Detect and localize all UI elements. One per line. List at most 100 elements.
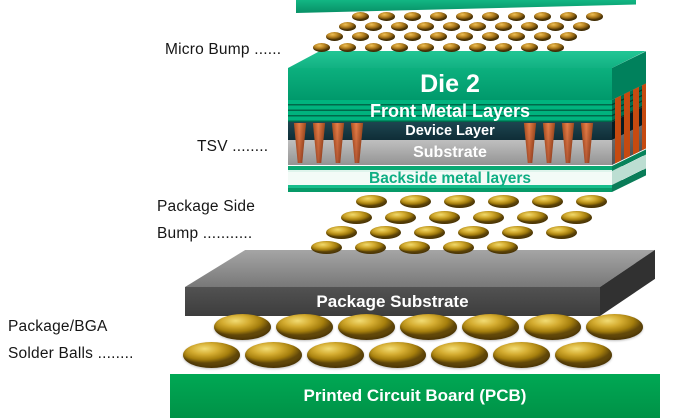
micro-bump bbox=[547, 22, 564, 31]
package-side-bump bbox=[561, 211, 592, 224]
package-side-bump bbox=[487, 241, 518, 254]
bga-solder-ball bbox=[400, 314, 457, 340]
micro-bump bbox=[495, 22, 512, 31]
micro-bump bbox=[573, 22, 590, 31]
micro-bump bbox=[404, 12, 421, 21]
micro-bump-callout: Micro Bump ...... bbox=[165, 41, 282, 58]
package-substrate-top-face bbox=[185, 250, 655, 287]
package-side-bump bbox=[385, 211, 416, 224]
package-side-bump bbox=[400, 195, 431, 208]
package-side-bump bbox=[399, 241, 430, 254]
package-side-bump bbox=[414, 226, 445, 239]
bga-solder-ball bbox=[462, 314, 519, 340]
device-layer-label: Device Layer bbox=[405, 123, 495, 139]
upper-die-strip bbox=[296, 0, 636, 13]
micro-bump bbox=[443, 22, 460, 31]
micro-bump bbox=[508, 12, 525, 21]
tsv-column bbox=[542, 123, 556, 163]
micro-bump bbox=[378, 32, 395, 41]
micro-bump bbox=[560, 32, 577, 41]
package-side-bump bbox=[546, 226, 577, 239]
micro-bump bbox=[456, 32, 473, 41]
micro-bump bbox=[391, 22, 408, 31]
micro-bump bbox=[482, 32, 499, 41]
backside-metal-label: Backside metal layers bbox=[369, 170, 531, 187]
bga-solder-ball bbox=[276, 314, 333, 340]
pcb-board bbox=[170, 374, 660, 418]
micro-bump bbox=[365, 43, 382, 52]
micro-bump bbox=[313, 43, 330, 52]
tsv-column bbox=[312, 123, 326, 163]
micro-bump bbox=[521, 22, 538, 31]
tsv-column bbox=[293, 123, 307, 163]
micro-bump bbox=[560, 12, 577, 21]
micro-bump bbox=[352, 32, 369, 41]
bga-callout-line1: Package/BGA bbox=[8, 318, 108, 335]
package-substrate-front-face bbox=[185, 287, 600, 316]
die2-front-face bbox=[288, 68, 612, 100]
package-side-bump bbox=[326, 226, 357, 239]
package-side-bump bbox=[311, 241, 342, 254]
micro-bump bbox=[352, 12, 369, 21]
micro-bump bbox=[469, 43, 486, 52]
bga-callout-line2: Solder Balls ........ bbox=[8, 345, 134, 362]
micro-bump bbox=[586, 12, 603, 21]
bga-solder-ball bbox=[431, 342, 488, 368]
bga-solder-ball bbox=[214, 314, 271, 340]
tsv-column bbox=[561, 123, 575, 163]
package-side-bump bbox=[532, 195, 563, 208]
front-metal-layers-front-face bbox=[288, 100, 612, 122]
micro-bump bbox=[534, 12, 551, 21]
bga-solder-ball bbox=[586, 314, 643, 340]
micro-bump bbox=[339, 22, 356, 31]
micro-bump bbox=[482, 12, 499, 21]
package-side-bump bbox=[458, 226, 489, 239]
package-side-bump bbox=[576, 195, 607, 208]
micro-bump bbox=[430, 12, 447, 21]
die2-top-face bbox=[288, 51, 646, 68]
micro-bump bbox=[326, 32, 343, 41]
package-side-bump bbox=[502, 226, 533, 239]
package-side-bump bbox=[341, 211, 372, 224]
die2-label: Die 2 bbox=[420, 70, 480, 98]
micro-bump bbox=[456, 12, 473, 21]
package-side-bump bbox=[356, 195, 387, 208]
bga-solder-ball bbox=[369, 342, 426, 368]
package-side-bump bbox=[429, 211, 460, 224]
tsv-column bbox=[350, 123, 364, 163]
micro-bump bbox=[417, 22, 434, 31]
bga-solder-ball bbox=[183, 342, 240, 368]
front-metal-layers-label: Front Metal Layers bbox=[369, 101, 531, 121]
micro-bump bbox=[417, 43, 434, 52]
package-side-bump bbox=[355, 241, 386, 254]
package-side-bump bbox=[444, 195, 475, 208]
micro-bump bbox=[508, 32, 525, 41]
bga-solder-ball bbox=[555, 342, 612, 368]
micro-bump bbox=[430, 32, 447, 41]
micro-bump bbox=[547, 43, 564, 52]
package-side-bump bbox=[488, 195, 519, 208]
package-side-bump-callout-line2: Bump ........... bbox=[157, 225, 253, 242]
micro-bump bbox=[534, 32, 551, 41]
bga-solder-ball bbox=[493, 342, 550, 368]
tsv-column bbox=[580, 123, 594, 163]
micro-bump bbox=[365, 22, 382, 31]
backside-metal-front-face bbox=[288, 166, 612, 192]
bga-solder-ball bbox=[524, 314, 581, 340]
package-side-bump bbox=[517, 211, 548, 224]
bga-solder-ball bbox=[307, 342, 364, 368]
package-side-bump bbox=[370, 226, 401, 239]
pcb-label: Printed Circuit Board (PCB) bbox=[303, 386, 527, 405]
tsv-callout: TSV ........ bbox=[197, 138, 269, 155]
micro-bump bbox=[378, 12, 395, 21]
substrate-label: Substrate bbox=[413, 144, 487, 161]
micro-bump bbox=[391, 43, 408, 52]
micro-bump bbox=[404, 32, 421, 41]
micro-bump bbox=[443, 43, 460, 52]
tsv-column bbox=[523, 123, 537, 163]
package-side-bump-callout-line1: Package Side bbox=[157, 198, 256, 215]
package-side-bump bbox=[443, 241, 474, 254]
bga-solder-ball bbox=[245, 342, 302, 368]
micro-bump bbox=[469, 22, 486, 31]
